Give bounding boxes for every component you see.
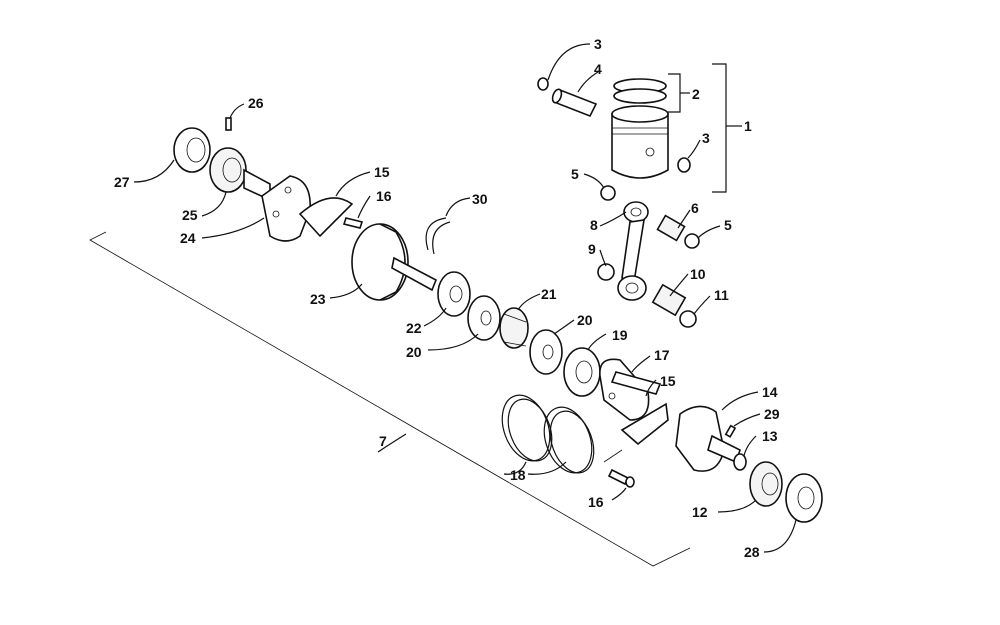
callout-23: 23 <box>310 291 326 307</box>
crank-half-left <box>243 168 311 242</box>
snap-ring-13 <box>733 453 747 471</box>
leader-lines <box>133 43 797 553</box>
wrist-pin <box>551 88 598 118</box>
oil-seal-28 <box>785 473 823 523</box>
crank-plate-17 <box>599 358 662 421</box>
callout-24: 24 <box>180 230 196 246</box>
callout-30: 30 <box>472 191 488 207</box>
screw-16-lower <box>607 468 635 488</box>
callout-10: 10 <box>690 266 706 282</box>
callout-11: 11 <box>714 287 729 303</box>
bearing-19 <box>563 347 601 397</box>
key-pin <box>225 117 232 131</box>
callout-5-left: 5 <box>571 166 579 182</box>
callout-27: 27 <box>114 174 130 190</box>
callout-15-top: 15 <box>374 164 390 180</box>
key-29 <box>724 424 737 438</box>
counterweight-15-right <box>620 402 669 446</box>
callout-16-top: 16 <box>376 188 392 204</box>
callout-1: 1 <box>744 118 752 134</box>
crank-pin-screw-left <box>342 217 364 229</box>
callout-13: 13 <box>762 428 778 444</box>
callout-19: 19 <box>612 327 628 343</box>
callout-15-right: 15 <box>660 373 676 389</box>
snap-ring-30 <box>425 217 447 251</box>
callout-29: 29 <box>764 406 780 422</box>
callout-3-right: 3 <box>702 130 710 146</box>
callout-26: 26 <box>248 95 264 111</box>
callout-18: 18 <box>510 467 526 483</box>
thrust-washer-upper <box>600 185 616 201</box>
thrust-washer-20-left <box>467 295 501 341</box>
thrust-washer-lower <box>597 263 615 281</box>
needle-bearing-big <box>651 283 687 317</box>
callout-4: 4 <box>594 61 602 77</box>
callout-6: 6 <box>691 200 699 216</box>
callout-3-top: 3 <box>594 36 602 52</box>
thrust-washer-20-right <box>529 329 563 375</box>
group-7-bracket <box>89 231 691 567</box>
ring-18-pair <box>501 394 595 474</box>
callout-7: 7 <box>379 433 387 449</box>
needle-bearing-21 <box>499 307 529 349</box>
callout-5-right: 5 <box>724 217 732 233</box>
callout-20-left: 20 <box>406 344 422 360</box>
callout-14: 14 <box>762 384 778 400</box>
thrust-washer-right <box>684 233 700 249</box>
callout-2: 2 <box>692 86 700 102</box>
needle-bearing-small <box>656 214 686 242</box>
main-bearing-left <box>209 147 247 193</box>
callout-28: 28 <box>744 544 760 560</box>
spacer-washer-22 <box>437 271 471 317</box>
piston-rings <box>613 78 667 104</box>
crank-counterweight-left <box>298 197 354 238</box>
callout-25: 25 <box>182 207 198 223</box>
group-1-bracket <box>712 63 727 193</box>
group-2-bracket <box>668 73 681 113</box>
connecting-rod <box>617 201 649 301</box>
piston <box>611 105 669 179</box>
callout-21: 21 <box>541 286 557 302</box>
bearing-12 <box>749 461 783 507</box>
callout-labels: 1 2 3 3 4 5 5 6 7 8 9 10 11 12 13 14 15 … <box>114 36 780 560</box>
thrust-washer-big <box>679 310 697 328</box>
callout-9: 9 <box>588 241 596 257</box>
callout-20-right: 20 <box>577 312 593 328</box>
callout-12: 12 <box>692 504 708 520</box>
oil-seal-left <box>173 127 211 173</box>
callout-17: 17 <box>654 347 670 363</box>
crank-flywheel-23 <box>351 223 438 301</box>
circlip-left <box>537 77 549 91</box>
callout-22: 22 <box>406 320 422 336</box>
crank-half-right-14 <box>675 405 741 472</box>
callout-16-bottom: 16 <box>588 494 604 510</box>
circlip-right <box>677 157 691 173</box>
callout-8: 8 <box>590 217 598 233</box>
